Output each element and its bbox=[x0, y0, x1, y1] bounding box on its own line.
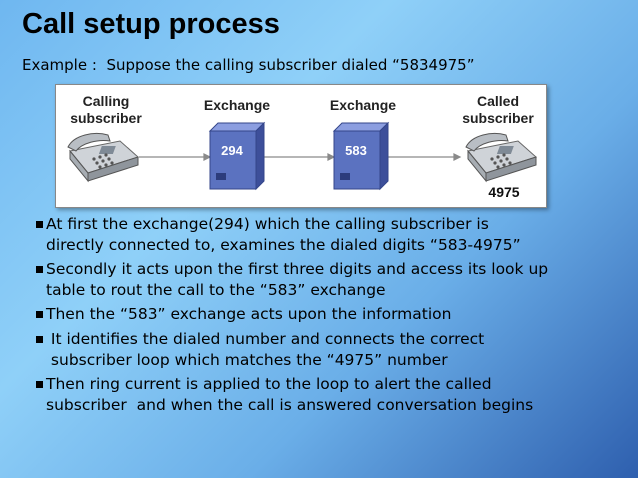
bullet-line: directly connected to, examines the dial… bbox=[46, 236, 521, 254]
bullet-square-icon bbox=[36, 336, 43, 343]
bullet-square-icon bbox=[36, 266, 43, 273]
bullet-item-5: Then ring current is applied to the loop… bbox=[36, 374, 626, 416]
bullet-line: Then the “583” exchange acts upon the in… bbox=[46, 305, 452, 323]
bullet-line: subscriber and when the call is answered… bbox=[46, 396, 534, 414]
exchange-294-box bbox=[208, 121, 266, 191]
arrow-head-3 bbox=[453, 153, 462, 161]
call-setup-diagram: 294 583 4975 Calling subscriber Exchange… bbox=[55, 84, 547, 208]
connection-lines bbox=[139, 153, 462, 161]
bullet-line: It identifies the dialed number and conn… bbox=[46, 330, 485, 348]
slide-title: Call setup process bbox=[22, 8, 280, 40]
exchange-583-box bbox=[332, 121, 390, 191]
bullet-square-icon bbox=[36, 221, 43, 228]
exchange-583-code: 583 bbox=[345, 143, 367, 158]
called-subscriber-label: Called subscriber bbox=[462, 93, 534, 126]
bullet-square-icon bbox=[36, 311, 43, 318]
arrow-head-2 bbox=[327, 153, 336, 161]
called-number: 4975 bbox=[488, 184, 519, 200]
bullet-line: table to rout the call to the “583” exch… bbox=[46, 281, 386, 299]
bullet-item-3: Then the “583” exchange acts upon the in… bbox=[36, 304, 626, 325]
example-text: Suppose the calling subscriber dialed “5… bbox=[106, 56, 475, 74]
bullet-line: subscriber loop which matches the “4975”… bbox=[46, 351, 448, 369]
exchange1-label: Exchange bbox=[203, 97, 271, 113]
exchange-294-code: 294 bbox=[221, 143, 243, 158]
called-telephone-icon bbox=[465, 133, 537, 183]
calling-subscriber-label: Calling subscriber bbox=[70, 93, 142, 126]
exchange2-label: Exchange bbox=[329, 97, 397, 113]
bullet-item-4: It identifies the dialed number and conn… bbox=[36, 329, 626, 371]
bullet-line: Secondly it acts upon the first three di… bbox=[46, 260, 549, 278]
calling-telephone-icon bbox=[67, 133, 139, 183]
arrow-head-1 bbox=[203, 153, 212, 161]
example-prefix: Example : bbox=[22, 56, 97, 74]
bullet-item-1: At first the exchange(294) which the cal… bbox=[36, 214, 626, 256]
bullet-square-icon bbox=[36, 381, 43, 388]
example-line: Example : Suppose the calling subscriber… bbox=[22, 56, 474, 74]
bullet-line: Then ring current is applied to the loop… bbox=[46, 375, 492, 393]
bullet-item-2: Secondly it acts upon the first three di… bbox=[36, 259, 626, 301]
bullet-list: At first the exchange(294) which the cal… bbox=[36, 214, 626, 419]
diagram-graphics: 294 583 4975 bbox=[67, 121, 537, 200]
bullet-line: At first the exchange(294) which the cal… bbox=[46, 215, 489, 233]
